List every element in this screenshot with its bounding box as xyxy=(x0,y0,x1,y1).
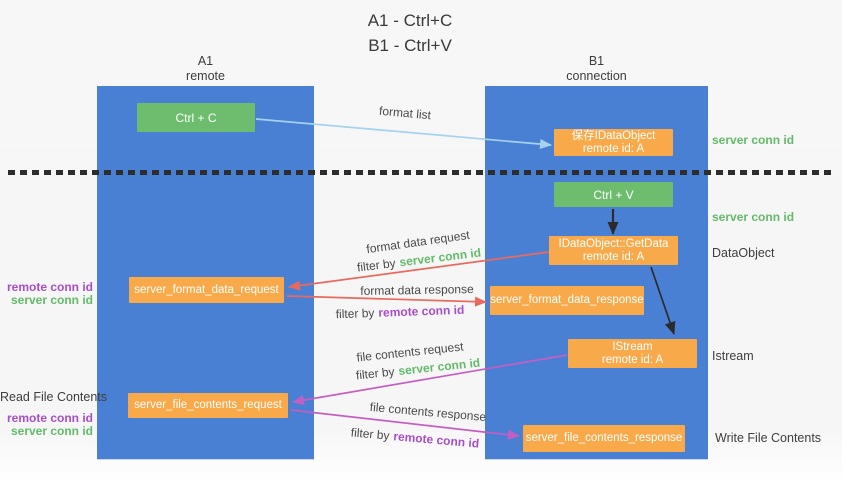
lane-b1-header: B1 connection xyxy=(485,54,708,84)
read-file-contents-annotation: Read File Contents xyxy=(0,390,108,404)
lane-a1-name: A1 xyxy=(197,54,214,68)
getdata-to-istream-arrow xyxy=(650,266,676,335)
save-idataobject-box: 保存IDataObject remote id: A xyxy=(554,129,673,156)
idataobject-getdata-box: IDataObject::GetData remote id: A xyxy=(549,236,678,265)
remote-conn-id-text: remote conn id xyxy=(378,302,465,320)
dataobject-annotation: DataObject xyxy=(712,246,775,260)
server-format-data-request-label: server_format_data_request xyxy=(134,283,279,296)
format-data-response-arrow xyxy=(286,295,487,307)
ctrl-c-box: Ctrl + C xyxy=(137,103,255,132)
file-contents-response-arrow xyxy=(290,409,520,440)
filter-by-text: filter by xyxy=(335,305,375,322)
server-format-data-response-label: server_format_data_response xyxy=(490,294,644,306)
write-file-contents-annotation: Write File Contents xyxy=(715,431,822,445)
format-data-request-arrow xyxy=(288,251,550,291)
lane-b1-name: B1 xyxy=(588,54,605,68)
format-list-arrow xyxy=(255,118,552,150)
save-idataobject-line2: remote id: A xyxy=(582,142,645,155)
server-format-data-request-box: server_format_data_request xyxy=(129,277,284,303)
server-conn-id-annotation-left-1: server conn id xyxy=(10,293,93,307)
istream-annotation: Istream xyxy=(712,349,754,363)
remote-conn-id-annotation-left-2: remote conn id xyxy=(6,411,93,425)
lane-a1-header: A1 remote xyxy=(97,54,314,84)
server-file-contents-request-label: server_file_contents_request xyxy=(134,399,282,411)
getdata-line2: remote id: A xyxy=(582,250,645,263)
istream-box: IStream remote id: A xyxy=(568,339,697,368)
server-format-data-response-box: server_format_data_response xyxy=(490,286,644,315)
remote-conn-id-annotation-left-1: remote conn id xyxy=(6,280,93,294)
server-conn-id-annotation-top: server conn id xyxy=(712,133,795,147)
server-file-contents-response-label: server_file_contents_response xyxy=(525,432,683,444)
lane-a1-role: remote xyxy=(186,69,225,83)
server-file-contents-request-box: server_file_contents_request xyxy=(128,393,288,418)
title-line-2: B1 - Ctrl+V xyxy=(368,35,452,55)
session-divider-dashed-line xyxy=(8,170,834,175)
diagram-title: A1 - Ctrl+C B1 - Ctrl+V xyxy=(0,9,820,58)
title-line-1: A1 - Ctrl+C xyxy=(367,11,453,30)
format-data-response-label: format data response xyxy=(360,282,474,298)
server-conn-id-annotation-left-2: server conn id xyxy=(10,424,93,438)
ctrl-c-label: Ctrl + C xyxy=(175,110,217,125)
getdata-line1: IDataObject::GetData xyxy=(558,237,669,250)
istream-line1: IStream xyxy=(612,340,653,353)
file-contents-request-arrow xyxy=(292,354,568,406)
ctrl-v-box: Ctrl + V xyxy=(554,182,673,207)
lane-b1-role: connection xyxy=(566,69,627,83)
server-conn-id-annotation-mid: server conn id xyxy=(712,210,795,224)
ctrl-v-label: Ctrl + V xyxy=(593,187,634,202)
server-file-contents-response-box: server_file_contents_response xyxy=(523,425,685,452)
save-idataobject-line1: 保存IDataObject xyxy=(571,129,656,142)
istream-line2: remote id: A xyxy=(601,353,664,366)
